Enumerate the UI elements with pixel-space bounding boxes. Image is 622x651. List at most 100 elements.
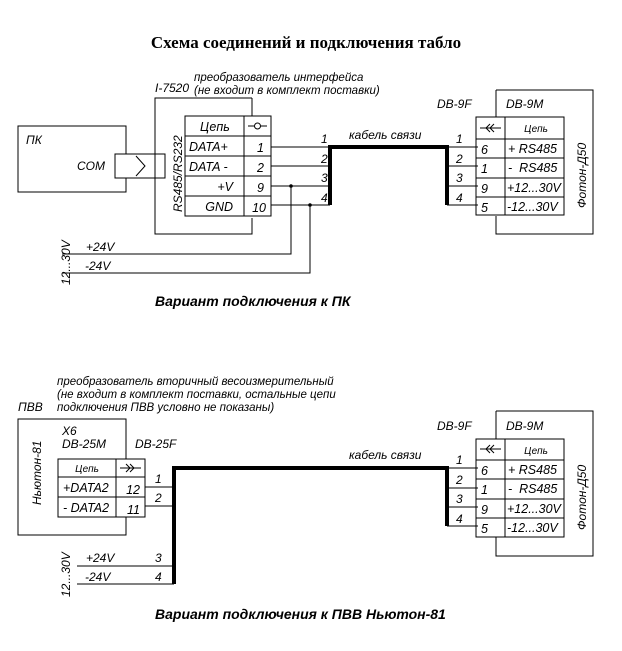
display-table: Цепь 6 + RS485 1 - RS485 9 +12...30V 5 -…: [475, 116, 565, 216]
converter-box: [154, 97, 253, 235]
display-row-pin: 1: [481, 483, 488, 497]
display-row-circuit: +12...30V: [507, 502, 563, 516]
cable-wire-number: 2: [154, 491, 162, 505]
variant-pc-caption: Вариант подключения к ПК: [155, 293, 352, 309]
power-range-label: 12...30V: [59, 551, 73, 597]
display-row-circuit: + RS485: [508, 463, 557, 477]
pvv-header-circuit: Цепь: [75, 464, 99, 475]
com-connector: [114, 153, 166, 179]
display-row-pin: 5: [481, 522, 488, 536]
pvv-table: Цепь +DATA2 12 - DATA2 11: [57, 458, 146, 518]
pvv-label: ПВВ: [18, 400, 43, 414]
pvv-power: 12...30V +24V -24V: [59, 551, 115, 597]
converter-table: Цепь DATA+ 1 DATA - 2 +V 9 GND 10: [184, 115, 272, 217]
pc-block: ПК COM: [17, 125, 127, 193]
converter-note-line2: (не входит в комплект поставки): [194, 85, 380, 97]
cable-wire-number: 2: [320, 152, 328, 166]
terminal-icon: [248, 122, 267, 130]
power-plus-label: +24V: [86, 551, 115, 565]
converter-row-circuit: DATA -: [189, 160, 228, 174]
converter-side-label: RS485/RS232: [171, 135, 185, 212]
converter-row-pin: 9: [257, 181, 264, 195]
display-row-pin: 5: [481, 201, 488, 215]
pvv-connector-m: DB-25M: [62, 437, 106, 451]
display-row-pin: 6: [481, 143, 488, 157]
display-box: [495, 410, 594, 557]
cable-wire-number: 1: [155, 472, 162, 486]
converter-note-line1: преобразователь интерфейса: [194, 72, 363, 84]
display-row-pin: 6: [481, 464, 488, 478]
display-header-circuit: Цепь: [524, 446, 548, 457]
pvv-note-line1: преобразователь вторичный весоизмеритель…: [57, 376, 334, 388]
socket-icon: [480, 123, 501, 133]
communication-cable: [172, 466, 449, 584]
display-block: DB-9F DB-9M Фотон-Д50 Цепь 6 + RS485: [437, 410, 594, 557]
pvv-connector-f: DB-25F: [135, 437, 177, 451]
cable-wire-number: 4: [456, 191, 463, 205]
cable-wire-number: 2: [455, 152, 463, 166]
cable-wire-number: 1: [321, 132, 328, 146]
pc-com-label: COM: [77, 159, 105, 173]
variant-pvv: преобразователь вторичный весоизмеритель…: [17, 376, 594, 622]
display-row-pin: 9: [481, 503, 488, 517]
pc-label: ПК: [26, 133, 43, 147]
cable-wire-number: 3: [321, 171, 328, 185]
cable-wire-number: 4: [321, 191, 328, 205]
converter-row-circuit: DATA+: [189, 140, 228, 154]
communication-cable: [328, 145, 449, 205]
display-row-circuit: - RS485: [508, 482, 557, 496]
power-minus-label: -24V: [85, 570, 111, 584]
pc-power: 12...30V +24V -24V: [59, 239, 115, 285]
pvv-row-circuit: +DATA2: [63, 481, 109, 495]
pvv-row-circuit: - DATA2: [63, 501, 109, 515]
pc-wires: 1 2 3 4: [62, 132, 330, 274]
com-plug: [114, 153, 166, 179]
converter-model: I-7520: [155, 81, 189, 95]
display-connector-m: DB-9M: [506, 97, 543, 111]
converter-header-circuit: Цепь: [200, 120, 230, 134]
variant-pc: ПК COM I-7520 преобразователь интерфейса…: [17, 72, 594, 309]
power-plus-wire: [62, 186, 292, 255]
converter-block: I-7520 преобразователь интерфейса (не вх…: [154, 72, 380, 235]
variant-pvv-caption: Вариант подключения к ПВВ Ньютон-81: [155, 606, 446, 622]
connector-arrow-icon: [135, 155, 146, 177]
display-row-circuit: -12...30V: [507, 521, 559, 535]
cable-wire-number: 2: [455, 473, 463, 487]
power-minus-label: -24V: [85, 259, 111, 273]
pvv-cable: кабель связи: [172, 448, 449, 584]
cable-label: кабель связи: [349, 448, 422, 462]
cable-label: кабель связи: [349, 128, 422, 142]
cable-wire-number: 4: [155, 570, 162, 584]
converter-row-circuit: GND: [205, 200, 233, 214]
display-connector-f: DB-9F: [437, 419, 472, 433]
display-name: Фотон-Д50: [575, 465, 589, 530]
pc-cable: кабель связи: [328, 128, 449, 205]
pvv-note-line2: (не входит в комплект поставки, остальны…: [57, 389, 336, 401]
display-header-circuit: Цепь: [524, 124, 548, 135]
converter-row-circuit: +V: [217, 180, 234, 194]
display-table: Цепь 6 + RS485 1 - RS485 9 +12...30V 5 -…: [475, 438, 565, 538]
plug-icon: [120, 463, 141, 473]
converter-row-pin: 10: [252, 201, 266, 215]
display-row-circuit: +12...30V: [507, 181, 563, 195]
cable-wire-number: 3: [456, 492, 463, 506]
cable-wire-number: 1: [456, 453, 463, 467]
pvv-wires: 1 2 3 4: [77, 472, 174, 585]
pvv-row-pin: 12: [126, 483, 140, 497]
pvv-display-wires: 1 2 3 4: [447, 453, 478, 527]
cable-wire-number: 1: [456, 132, 463, 146]
power-range-label: 12...30V: [59, 239, 73, 285]
socket-icon: [480, 444, 501, 454]
pvv-name: Ньютон-81: [30, 441, 44, 505]
display-connector-f: DB-9F: [437, 97, 472, 111]
display-row-pin: 9: [481, 182, 488, 196]
display-name: Фотон-Д50: [575, 143, 589, 208]
display-row-circuit: + RS485: [508, 142, 557, 156]
pvv-connector-x: X6: [61, 424, 77, 438]
display-block: DB-9F DB-9M Фотон-Д50 Цепь 6 + RS485: [437, 89, 594, 235]
cable-wire-number: 4: [456, 512, 463, 526]
display-box: [495, 89, 594, 235]
pvv-note-line3: подключения ПВВ условно не показаны): [57, 402, 274, 414]
cable-wire-number: 3: [155, 551, 162, 565]
